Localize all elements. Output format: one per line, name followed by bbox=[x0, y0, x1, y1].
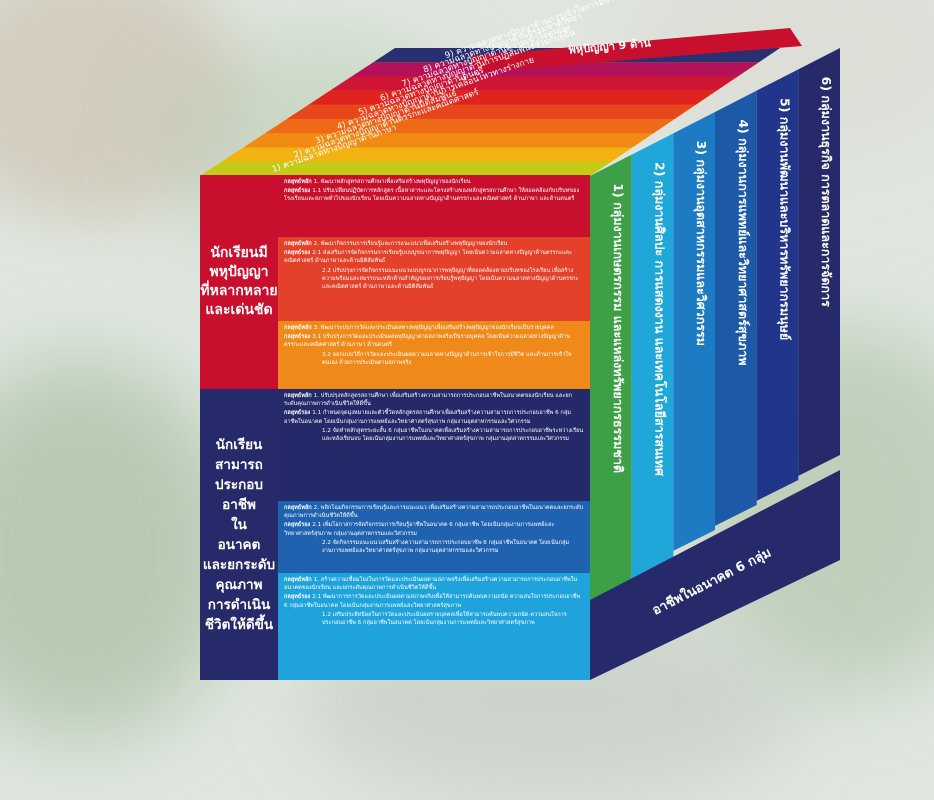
strategy-text: 3.1 ปรับปรุงการวัดและประเมินผลพหุปัญญาตา… bbox=[284, 334, 570, 349]
strategy-heading: กลยุทธ์หลัก bbox=[284, 393, 314, 399]
career-column bbox=[756, 69, 799, 501]
strategy-heading: กลยุทธ์หลัก bbox=[284, 505, 314, 511]
intelligence-bar bbox=[200, 161, 612, 176]
row-label-line: สามารถ bbox=[215, 456, 263, 473]
strategy-text: 2.1 เพิ่มโอกาสการจัดกิจกรรมการเรียนรู้อา… bbox=[284, 522, 555, 537]
career-column bbox=[673, 112, 715, 551]
strategy-heading: กลยุทธ์หลัก bbox=[284, 241, 314, 247]
strategy-item: กลยุทธ์รอง 2.1 พัฒนาการการวัดและประเมินผ… bbox=[284, 593, 584, 609]
career-columns: 1) กลุ่มงานเกษตรกรรม และแหล่งทรัพยากรธรร… bbox=[590, 48, 840, 680]
row-label-line: ที่หลากหลาย bbox=[200, 283, 278, 299]
row-label-line: นักเรียน bbox=[215, 436, 263, 453]
strategy-block: กลยุทธ์หลัก 1. ปรับปรุงหลักสูตรสถานศึกษา… bbox=[278, 389, 590, 501]
strategy-heading: กลยุทธ์รอง bbox=[284, 334, 313, 341]
strategy-text: 2. พัฒนากิจกรรมการเรียนรู้และการแนะแนวเพ… bbox=[313, 241, 508, 247]
strategy-item: 2.2 จัดกิจกรรมแนะแนวเสริมสร้างความสามารถ… bbox=[284, 539, 584, 555]
strategy-text: 1.1 กำหนดจุดมุ่งหมายและตัวชี้วัดหลักสูตร… bbox=[284, 410, 571, 425]
title-band bbox=[470, 28, 802, 72]
row-label-line: นักเรียนมี bbox=[210, 245, 268, 261]
row-label-line: อาชีพ bbox=[222, 496, 256, 513]
row-label-line: และยกระดับ bbox=[202, 556, 276, 573]
career-bottom-band bbox=[590, 470, 840, 680]
career-column bbox=[798, 48, 840, 476]
front-face: นักเรียนมี พหุปัญญา ที่หลากหลาย และเด่นช… bbox=[200, 175, 590, 680]
strategy-item: กลยุทธ์หลัก 3. พัฒนาระบบการวัดและประเมิน… bbox=[284, 324, 584, 332]
row-label-future-career: นักเรียน สามารถ ประกอบ อาชีพ ใน อนาคต แล… bbox=[200, 389, 278, 680]
intelligence-bar bbox=[221, 147, 633, 162]
intelligence-bars: พหุปัญญา 9 ด้าน1) ความฉลาดทางปัญญาด้านภา… bbox=[200, 0, 802, 176]
row-label-line: อนาคต bbox=[217, 536, 261, 553]
strategy-item: 2.2 ปรับปรุงการจัดกิจกรรมแนะแนวแบบบูรณาก… bbox=[284, 267, 584, 292]
career-column bbox=[590, 154, 632, 611]
strategy-block: กลยุทธ์หลัก 2. พลิกโฉมกิจกรรมการเรียนรู้… bbox=[278, 501, 590, 573]
strategy-text: 2.1 พัฒนาการการวัดและประเมินผลตามสภาพจริ… bbox=[284, 594, 581, 609]
strategy-text: 1.1 ปรับเปลี่ยนปฏิบัตการหลักสูตร เนื้อหา… bbox=[284, 188, 580, 203]
intelligence-bar bbox=[351, 62, 759, 77]
career-label: 2) กลุ่มงานศิลปะ การแสดงงาน และเทคโนโลยี… bbox=[652, 162, 668, 477]
career-column bbox=[631, 133, 674, 581]
strategy-text: 3. พัฒนาระบบการวัดและประเมินผลทางพหุปัญญ… bbox=[313, 325, 554, 331]
strategy-item: 3.2 ออกแบบวิธีการวัดและประเมินผลความฉลาด… bbox=[284, 351, 584, 367]
strategy-block: กลยุทธ์หลัก 2. พัฒนากิจกรรมการเรียนรู้แล… bbox=[278, 237, 590, 321]
row-label-line: ประกอบ bbox=[215, 476, 263, 493]
strategy-heading: กลยุทธ์หลัก bbox=[284, 577, 314, 583]
strategy-heading: กลยุทธ์รอง bbox=[284, 188, 313, 195]
strategy-item: 1.2 จัดทำหลักสูตรระยะสั้น 6 กลุ่มอาชีพใน… bbox=[284, 427, 584, 443]
strategy-heading: กลยุทธ์หลัก bbox=[284, 179, 314, 185]
career-label: 4) กลุ่มงานการแพทย์และวิทยาศาสตร์สุขภาพ bbox=[735, 119, 751, 365]
strategy-item: กลยุทธ์หลัก 1. ปรับปรุงหลักสูตรสถานศึกษา… bbox=[284, 392, 584, 408]
strategy-block: กลยุทธ์หลัก 1. สร้างความเชื่อมโยงในการวั… bbox=[278, 573, 590, 680]
strategy-item: กลยุทธ์หลัก 2. พลิกโฉมกิจกรรมการเรียนรู้… bbox=[284, 504, 584, 520]
strategy-block: กลยุทธ์หลัก 1. พัฒนาหลักสูตรสถานศึกษาเพื… bbox=[278, 175, 590, 237]
intelligence-bar bbox=[243, 133, 654, 148]
strategy-item: 1.2 เสริมประสิทธิผลในการวัดและประเมินผลร… bbox=[284, 611, 584, 627]
career-label: 1) กลุ่มงานเกษตรกรรม และแหล่งทรัพยากรธรร… bbox=[610, 183, 626, 473]
strategy-item: กลยุทธ์รอง 3.1 ปรับปรุงการวัดและประเมินผ… bbox=[284, 333, 584, 349]
strategy-block: กลยุทธ์หลัก 3. พัฒนาระบบการวัดและประเมิน… bbox=[278, 321, 590, 389]
strategy-text: 2. พลิกโฉมกิจกรรมการเรียนรู้และการแนะแนว… bbox=[284, 505, 584, 520]
intelligence-bar bbox=[265, 119, 675, 134]
strategy-item: กลยุทธ์รอง 2.1 เพิ่มโอกาสการจัดกิจกรรมกา… bbox=[284, 521, 584, 537]
strategy-heading: กลยุทธ์รอง bbox=[284, 410, 313, 417]
strategy-heading: กลยุทธ์รอง bbox=[284, 594, 313, 601]
career-label: 5) กลุ่มงานพัฒนาและบริหารทรัพยากรมนุษย์ bbox=[777, 98, 793, 340]
strategy-item: กลยุทธ์รอง 2.1 ส่งเสริมการจัดกิจกรรมการเ… bbox=[284, 249, 584, 265]
row-label-line: และเด่นชัด bbox=[205, 302, 273, 318]
strategy-item: กลยุทธ์รอง 1.1 ปรับเปลี่ยนปฏิบัตการหลักส… bbox=[284, 187, 584, 203]
career-label: 3) กลุ่มงานอุตสาหกรรมและวิศวกรรม bbox=[693, 141, 709, 346]
strategy-item: กลยุทธ์รอง 1.1 กำหนดจุดมุ่งหมายและตัวชี้… bbox=[284, 409, 584, 425]
career-column bbox=[715, 90, 757, 526]
intelligence-bar bbox=[286, 104, 696, 120]
career-label: 6) กลุ่มงานธุรกิจ การตลาดและการจัดการ bbox=[818, 77, 834, 307]
strategy-text: 1. สร้างความเชื่อมโยงในการวัดและประเมินผ… bbox=[284, 577, 578, 592]
strategy-text: 2.1 ส่งเสริมการจัดกิจกรรมการเรียนรู้แบบบ… bbox=[284, 250, 572, 265]
strategy-heading: กลยุทธ์รอง bbox=[284, 250, 313, 257]
strategy-item: กลยุทธ์หลัก 1. พัฒนาหลักสูตรสถานศึกษาเพื… bbox=[284, 178, 584, 186]
row-label-line: ใน bbox=[231, 516, 247, 533]
strategy-text: 1. พัฒนาหลักสูตรสถานศึกษาเพื่อเสริมสร้าง… bbox=[313, 179, 471, 185]
strategy-item: กลยุทธ์หลัก 1. สร้างความเชื่อมโยงในการวั… bbox=[284, 576, 584, 592]
intelligence-bar bbox=[308, 90, 717, 105]
row-label-line: ชีวิตให้ดีขึ้น bbox=[204, 616, 274, 633]
strategy-text: 2.2 จัดกิจกรรมแนะแนวเสริมสร้างความสามารถ… bbox=[322, 539, 570, 555]
strategy-text: 1.2 จัดทำหลักสูตรระยะสั้น 6 กลุ่มอาชีพใน… bbox=[322, 427, 584, 443]
strategy-text: 1.2 เสริมประสิทธิผลในการวัดและประเมินผลร… bbox=[322, 611, 567, 627]
strategy-text: 2.2 ปรับปรุงการจัดกิจกรรมแนะแนวแบบบูรณาก… bbox=[322, 267, 579, 291]
row-label-line: พหุปัญญา bbox=[209, 264, 269, 280]
strategy-heading: กลยุทธ์หลัก bbox=[284, 325, 314, 331]
row-label-line: การดำเนิน bbox=[207, 596, 271, 613]
row-label-multiple-intelligences: นักเรียนมี พหุปัญญา ที่หลากหลาย และเด่นช… bbox=[200, 175, 278, 389]
strategy-text: 3.2 ออกแบบวิธีการวัดและประเมินผลความฉลาด… bbox=[322, 351, 572, 366]
strategy-item: กลยุทธ์หลัก 2. พัฒนากิจกรรมการเรียนรู้แล… bbox=[284, 240, 584, 248]
strategy-text: 1. ปรับปรุงหลักสูตรสถานศึกษา เพื่อเสริมส… bbox=[284, 393, 573, 408]
intelligence-bar bbox=[330, 76, 738, 91]
row-label-line: คุณภาพ bbox=[215, 576, 263, 593]
strategy-heading: กลยุทธ์รอง bbox=[284, 522, 313, 529]
